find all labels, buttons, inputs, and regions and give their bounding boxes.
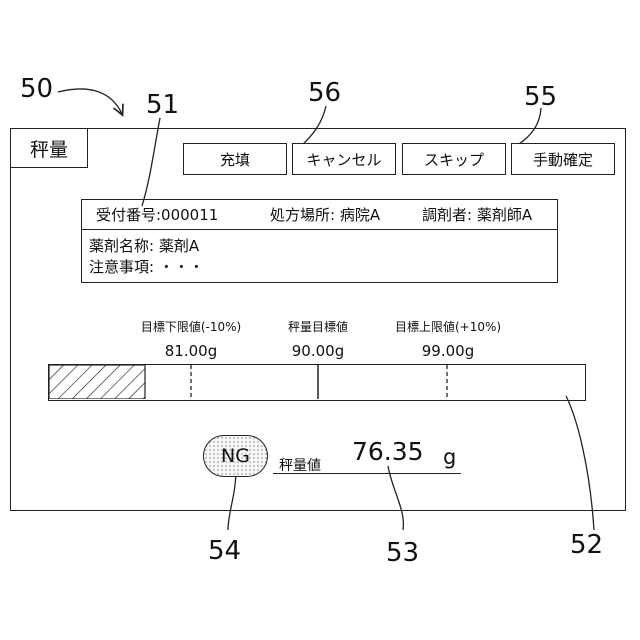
weigh-value-label: 秤量値 bbox=[279, 455, 321, 475]
info-body: 薬剤名称: 薬剤A 注意事項: ・・・ bbox=[89, 236, 204, 278]
dispenser: 調剤者: 薬剤師A bbox=[422, 204, 532, 225]
manual-confirm-button[interactable]: 手動確定 bbox=[511, 143, 615, 175]
target-label: 秤量目標値 bbox=[288, 318, 348, 335]
prescription-info: 受付番号:000011 処方場所: 病院A 調剤者: 薬剤師A 薬剤名称: 薬剤… bbox=[81, 199, 558, 283]
cancel-button[interactable]: キャンセル bbox=[292, 143, 396, 175]
upper-limit-label: 目標上限値(+10%) bbox=[395, 318, 501, 335]
fill-button[interactable]: 充填 bbox=[183, 143, 287, 175]
skip-button[interactable]: スキップ bbox=[402, 143, 506, 175]
ref-numeral-55: 55 bbox=[524, 84, 557, 110]
prescription-location: 処方場所: 病院A bbox=[270, 204, 380, 225]
weigh-value-underline bbox=[273, 473, 461, 474]
ref-numeral-56: 56 bbox=[308, 80, 341, 106]
weigh-value: 76.35 bbox=[352, 437, 424, 466]
info-header-row: 受付番号:000011 処方場所: 病院A 調剤者: 薬剤師A bbox=[82, 200, 557, 230]
caution-notes: 注意事項: ・・・ bbox=[89, 257, 204, 278]
weight-bar bbox=[48, 364, 586, 401]
target-value: 90.00g bbox=[292, 342, 344, 360]
tab-weighing[interactable]: 秤量 bbox=[10, 128, 88, 168]
drug-name: 薬剤名称: 薬剤A bbox=[89, 236, 204, 257]
ref-numeral-53: 53 bbox=[386, 540, 419, 566]
leader-50 bbox=[58, 89, 122, 114]
lower-limit-value: 81.00g bbox=[165, 342, 217, 360]
ref-numeral-51: 51 bbox=[146, 92, 179, 118]
weigh-unit: g bbox=[443, 445, 456, 469]
ref-numeral-54: 54 bbox=[208, 538, 241, 564]
ref-numeral-52: 52 bbox=[570, 532, 603, 558]
lower-limit-label: 目標下限値(-10%) bbox=[141, 318, 241, 335]
ref-numeral-50: 50 bbox=[20, 76, 53, 102]
upper-limit-value: 99.00g bbox=[422, 342, 474, 360]
weight-bar-fill bbox=[49, 365, 145, 399]
status-badge: NG bbox=[203, 435, 268, 477]
receipt-number: 受付番号:000011 bbox=[96, 204, 218, 225]
